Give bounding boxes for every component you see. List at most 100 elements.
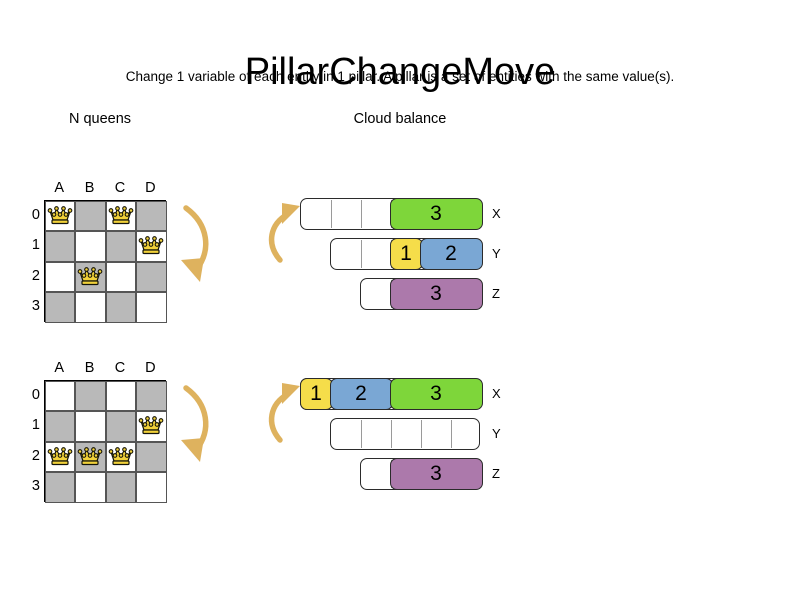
board-cell-C1[interactable] bbox=[105, 411, 137, 442]
cloud-computer-row-y: Y bbox=[260, 418, 520, 450]
process-segment-y-1[interactable]: 1 bbox=[389, 237, 423, 270]
queen-icon bbox=[47, 446, 73, 465]
board-column-label-c: C bbox=[114, 360, 126, 376]
process-value: 2 bbox=[355, 382, 367, 405]
process-value: 3 bbox=[430, 202, 442, 225]
process-value: 2 bbox=[445, 242, 457, 265]
board-cell-A1[interactable] bbox=[45, 231, 76, 262]
board-cell-B3[interactable] bbox=[75, 292, 106, 323]
computer-label-x: X bbox=[492, 206, 501, 221]
chess-board bbox=[44, 200, 167, 323]
capacity-unit-divider bbox=[360, 420, 362, 448]
process-segment-x-1[interactable]: 3 bbox=[389, 197, 483, 230]
board-row-label-1: 1 bbox=[31, 237, 40, 254]
process-segment-y-2[interactable]: 2 bbox=[419, 237, 483, 270]
board-row-label-1: 1 bbox=[31, 417, 40, 434]
capacity-unit-divider bbox=[420, 420, 422, 448]
board-cell-D2[interactable] bbox=[136, 261, 167, 293]
chess-board bbox=[44, 380, 167, 503]
queen-at-A2[interactable] bbox=[45, 442, 75, 472]
queen-at-B2[interactable] bbox=[75, 442, 105, 472]
board-cell-B3[interactable] bbox=[75, 472, 106, 503]
nqueens-change-arrow-down-2 bbox=[181, 385, 209, 462]
board-cell-D3[interactable] bbox=[136, 292, 167, 323]
page-title: PillarChangeMove bbox=[244, 51, 556, 94]
queen-at-A0[interactable] bbox=[45, 201, 75, 231]
computer-capacity-bar-z[interactable]: 3 bbox=[360, 457, 483, 490]
board-row-label-3: 3 bbox=[31, 478, 40, 495]
queen-icon bbox=[78, 266, 103, 285]
computer-capacity-bar-z[interactable]: 3 bbox=[360, 277, 483, 310]
board-cell-B1[interactable] bbox=[75, 411, 106, 442]
computer-label-z: Z bbox=[492, 286, 500, 301]
board-cell-B1[interactable] bbox=[75, 231, 106, 262]
board-row-label-2: 2 bbox=[31, 267, 40, 284]
process-segment-x-3[interactable]: 3 bbox=[389, 377, 483, 410]
board-row-label-3: 3 bbox=[31, 298, 40, 315]
queen-at-D1[interactable] bbox=[136, 231, 166, 261]
process-value: 1 bbox=[400, 242, 412, 265]
board-column-label-b: B bbox=[84, 360, 95, 376]
computer-label-x: X bbox=[492, 386, 501, 401]
computer-label-y: Y bbox=[492, 426, 501, 441]
capacity-unit-divider bbox=[390, 420, 392, 448]
board-row-label-0: 0 bbox=[31, 207, 40, 223]
board-cell-D0[interactable] bbox=[136, 381, 167, 412]
board-cell-A0[interactable] bbox=[45, 381, 76, 412]
queen-at-C2[interactable] bbox=[106, 442, 136, 472]
queen-icon bbox=[138, 236, 164, 255]
board-column-label-a: A bbox=[54, 180, 65, 196]
capacity-unit-divider bbox=[360, 200, 362, 228]
queen-at-C0[interactable] bbox=[106, 201, 136, 231]
queen-icon bbox=[108, 446, 134, 465]
queen-icon bbox=[47, 206, 73, 225]
page-subtitle: Change 1 variable of each entity in 1 pi… bbox=[125, 69, 675, 84]
board-row-label-0: 0 bbox=[31, 387, 40, 403]
capacity-unit-divider bbox=[330, 200, 332, 228]
board-cell-C0[interactable] bbox=[105, 381, 137, 412]
process-value: 3 bbox=[430, 382, 442, 405]
computer-label-y: Y bbox=[492, 246, 501, 261]
board-cell-C3[interactable] bbox=[105, 292, 137, 323]
section-heading-cloud-balance: Cloud balance bbox=[353, 111, 447, 127]
board-cell-B0[interactable] bbox=[75, 381, 106, 412]
cloud-balance-change-arrow-up bbox=[268, 203, 300, 263]
capacity-unit-divider bbox=[450, 420, 452, 448]
queen-at-D1[interactable] bbox=[136, 411, 166, 441]
board-column-label-b: B bbox=[84, 180, 95, 196]
process-segment-z-1[interactable]: 3 bbox=[389, 277, 483, 310]
board-cell-D0[interactable] bbox=[136, 201, 167, 232]
board-cell-C2[interactable] bbox=[105, 261, 137, 293]
board-cell-D2[interactable] bbox=[136, 441, 167, 473]
computer-capacity-bar-x[interactable]: 3 bbox=[300, 197, 483, 230]
process-value: 3 bbox=[430, 462, 442, 485]
board-cell-C1[interactable] bbox=[105, 231, 137, 262]
queen-icon bbox=[108, 206, 134, 225]
board-cell-A1[interactable] bbox=[45, 411, 76, 442]
queen-at-B2[interactable] bbox=[75, 262, 105, 292]
capacity-unit-divider bbox=[360, 240, 362, 268]
computer-label-z: Z bbox=[492, 466, 500, 481]
computer-capacity-bar-y[interactable] bbox=[330, 418, 480, 450]
process-segment-x-2[interactable]: 2 bbox=[329, 377, 393, 410]
process-value: 3 bbox=[430, 282, 442, 305]
board-cell-D3[interactable] bbox=[136, 472, 167, 503]
board-cell-A3[interactable] bbox=[45, 292, 76, 323]
board-cell-C3[interactable] bbox=[105, 472, 137, 503]
queen-icon bbox=[78, 446, 103, 465]
process-segment-z-1[interactable]: 3 bbox=[389, 457, 483, 490]
queen-icon bbox=[138, 416, 164, 435]
nqueens-change-arrow-down bbox=[181, 205, 209, 282]
board-cell-A2[interactable] bbox=[45, 261, 76, 293]
board-column-label-c: C bbox=[114, 180, 126, 196]
board-column-label-d: D bbox=[145, 360, 156, 376]
board-cell-B0[interactable] bbox=[75, 201, 106, 232]
board-cell-A3[interactable] bbox=[45, 472, 76, 503]
